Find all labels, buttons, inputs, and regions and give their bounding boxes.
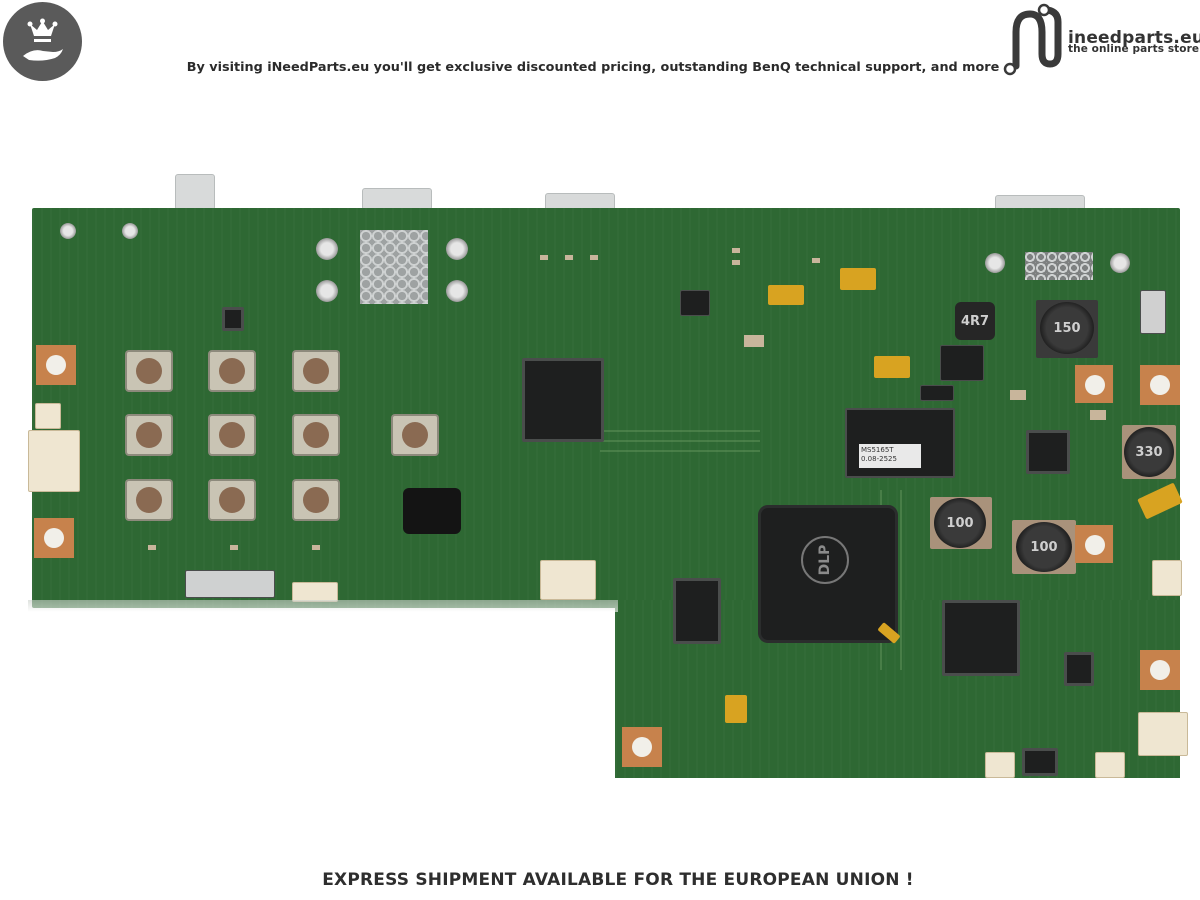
sticker-line-2: 0.08-2525 [861,455,897,463]
smd-component [732,248,740,253]
rca-connector [175,174,215,210]
inductor-100-a: 100 [934,498,986,548]
mounting-hole [316,238,338,260]
diode [920,385,954,401]
pin-header-right [1025,252,1093,280]
mounting-hole [1110,253,1130,273]
trace [600,440,760,442]
white-connector [35,403,61,429]
trace [600,450,760,452]
smd-component [812,258,820,263]
tactile-button [127,481,171,519]
smd-component [590,255,598,260]
crown-in-hand-icon [23,18,63,61]
dlp-processor-chip: DLP [758,505,898,643]
tantalum-capacitor [840,268,876,290]
mounting-hole [60,223,76,239]
smd-component [732,260,740,265]
tantalum-capacitor [725,695,747,723]
mounting-hole [316,280,338,302]
smd-component [540,255,548,260]
copper-mount-pad [36,345,76,385]
inductor-150: 150 [1040,302,1094,354]
mounting-hole [122,223,138,239]
mosfet [940,345,984,381]
white-connector [28,430,80,492]
qfp-chip-lower [942,600,1020,676]
smd-component [1090,410,1106,420]
copper-mount-pad [622,727,662,767]
resistor-array [1140,290,1166,334]
qfp-chip-small [1026,430,1070,474]
small-ic [1064,652,1094,686]
screw-terminal [1075,365,1113,403]
tantalum-capacitor [874,356,910,378]
smd-component [565,255,573,260]
tactile-button [294,352,338,390]
tactile-button [210,481,254,519]
circuit-n-logo-icon [1003,3,1062,76]
trace [900,490,902,670]
voltage-regulator [680,290,710,316]
smd-component [312,545,320,550]
ir-receiver [403,488,461,534]
inductor-330: 330 [1124,427,1174,477]
inductor-100-b: 100 [1016,522,1072,572]
white-connector [1152,560,1182,596]
product-photo-main-board: DLP MS5165T 0.08-2525 4R7 150 330 100 10… [0,160,1200,800]
copper-mount-pad [1140,365,1180,405]
logo-name: ineedparts.eu [1068,28,1200,48]
smd-component [1010,390,1026,400]
logo-tagline: the online parts store [1068,43,1200,55]
pcb-board-main [32,208,1180,608]
ineedparts-logo[interactable]: ineedparts.eu the online parts store [1000,2,1200,76]
memory-chip-sticker: MS5165T 0.08-2525 [859,444,921,468]
white-connector [985,752,1015,778]
qfp-controller-chip [522,358,604,442]
mounting-hole [446,280,468,302]
mounting-hole [446,238,468,260]
tactile-button [127,352,171,390]
vga-connector-1 [362,188,432,210]
tantalum-capacitor [768,285,804,305]
dlp-logo: DLP [801,536,849,584]
sticker-line-1: MS5165T [861,446,894,454]
jumper-header [185,570,275,598]
small-ic [222,307,244,331]
copper-mount-pad [34,518,74,558]
memory-chip: MS5165T 0.08-2525 [845,408,955,478]
tactile-button [210,352,254,390]
inductor-4r7: 4R7 [955,302,995,340]
sdram-chip [673,578,721,644]
white-connector [540,560,596,600]
board-shadow [28,600,618,612]
smd-component [148,545,156,550]
copper-mount-pad [1140,650,1180,690]
tactile-button [127,416,171,454]
trace [600,430,760,432]
mounting-hole [985,253,1005,273]
screw-terminal [1075,525,1113,563]
tactile-button [393,416,437,454]
tactile-button [294,416,338,454]
shipping-banner: EXPRESS SHIPMENT AVAILABLE FOR THE EUROP… [322,870,914,890]
promo-banner-top: By visiting iNeedParts.eu you'll get exc… [186,60,1000,75]
crown-in-hand-badge [3,2,82,81]
pin-header-grid [360,230,428,304]
smd-component [230,545,238,550]
white-connector [1095,752,1125,778]
tactile-button [294,481,338,519]
smd-component [744,335,764,347]
small-ic [1022,748,1058,776]
tactile-button [210,416,254,454]
white-connector [292,582,338,602]
white-connector [1138,712,1188,756]
